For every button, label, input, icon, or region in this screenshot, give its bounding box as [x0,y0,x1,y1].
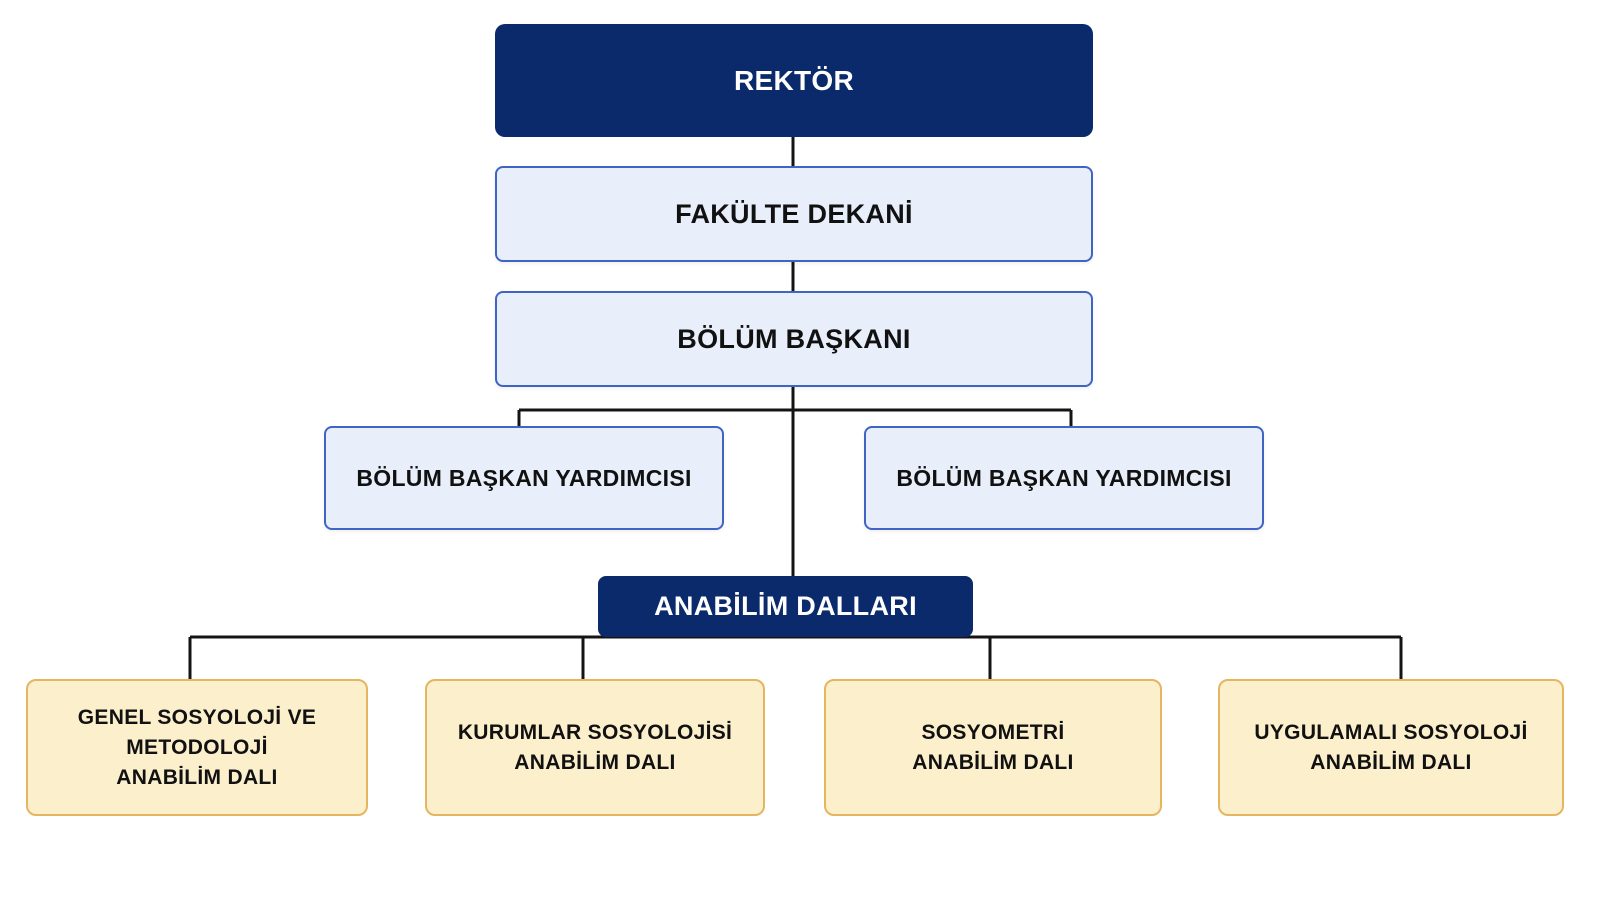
department-box-1: GENEL SOSYOLOJİ VE METODOLOJİ ANABİLİM D… [26,679,368,816]
department-label-line: KURUMLAR SOSYOLOJİSİ [457,720,733,744]
department-head-box: BÖLÜM BAŞKANI [495,291,1093,387]
rektor-label: REKTÖR [733,64,855,96]
department-label-line: GENEL SOSYOLOJİ VE [77,705,317,729]
dean-box: FAKÜLTE DEKANİ [495,166,1093,262]
department-box-2: KURUMLAR SOSYOLOJİSİ ANABİLİM DALI [425,679,765,816]
department-label-line: UYGULAMALI SOSYOLOJİ [1254,720,1528,744]
department-box-3: SOSYOMETRİ ANABİLİM DALI [824,679,1162,816]
deputy-head-label: BÖLÜM BAŞKAN YARDIMCISI [896,464,1232,491]
department-label-line: METODOLOJİ [126,735,268,759]
deputy-head-label: BÖLÜM BAŞKAN YARDIMCISI [356,464,692,491]
department-box-4: UYGULAMALI SOSYOLOJİ ANABİLİM DALI [1218,679,1564,816]
dean-label: FAKÜLTE DEKANİ [675,198,913,229]
department-label-line: SOSYOMETRİ [921,720,1065,744]
deputy-head-box-right: BÖLÜM BAŞKAN YARDIMCISI [864,426,1264,530]
departments-header-label: ANABİLİM DALLARI [654,591,917,621]
departments-header-box: ANABİLİM DALLARI [598,576,973,637]
department-label-line: ANABİLİM DALI [116,765,278,789]
deputy-head-box-left: BÖLÜM BAŞKAN YARDIMCISI [324,426,724,530]
department-label-line: ANABİLİM DALI [514,750,676,774]
department-label-line: ANABİLİM DALI [912,750,1074,774]
rektor-box: REKTÖR [495,24,1093,137]
department-label-line: ANABİLİM DALI [1310,750,1472,774]
department-head-label: BÖLÜM BAŞKANI [677,323,911,354]
